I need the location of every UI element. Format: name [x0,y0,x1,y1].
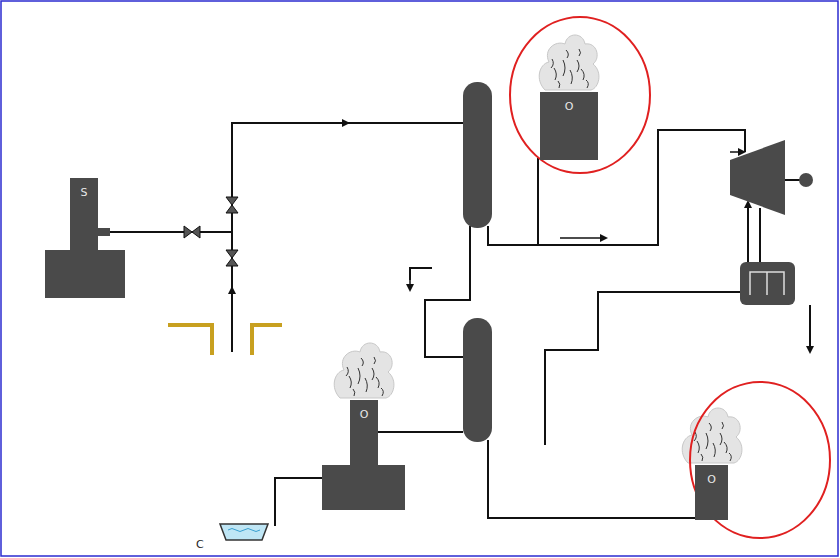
flow-arrows [232,123,810,352]
flare-stack: O [540,92,598,160]
compressor [730,140,785,215]
flare-stack: O [350,400,378,465]
pump-base [45,250,125,298]
well-pit [168,325,282,355]
flame [539,35,599,90]
cooler [740,262,795,305]
highlight-ring [510,17,650,173]
separator [463,82,492,228]
callout-letter: C [196,538,204,551]
motor [799,173,813,187]
pipes [110,123,810,526]
flame [334,343,394,398]
flare-base [322,465,405,510]
pond [220,524,268,540]
unit-letter: O [707,473,716,486]
unit-letter: S [81,186,88,199]
flare-stack: O [695,465,728,520]
separator [463,318,492,442]
pump-unit: S [70,178,98,250]
unit-letter: O [565,100,574,113]
nozzle [98,228,110,236]
highlight-ring [690,382,830,538]
valves [184,197,238,266]
unit-letter: O [360,408,369,421]
flame [682,408,742,463]
